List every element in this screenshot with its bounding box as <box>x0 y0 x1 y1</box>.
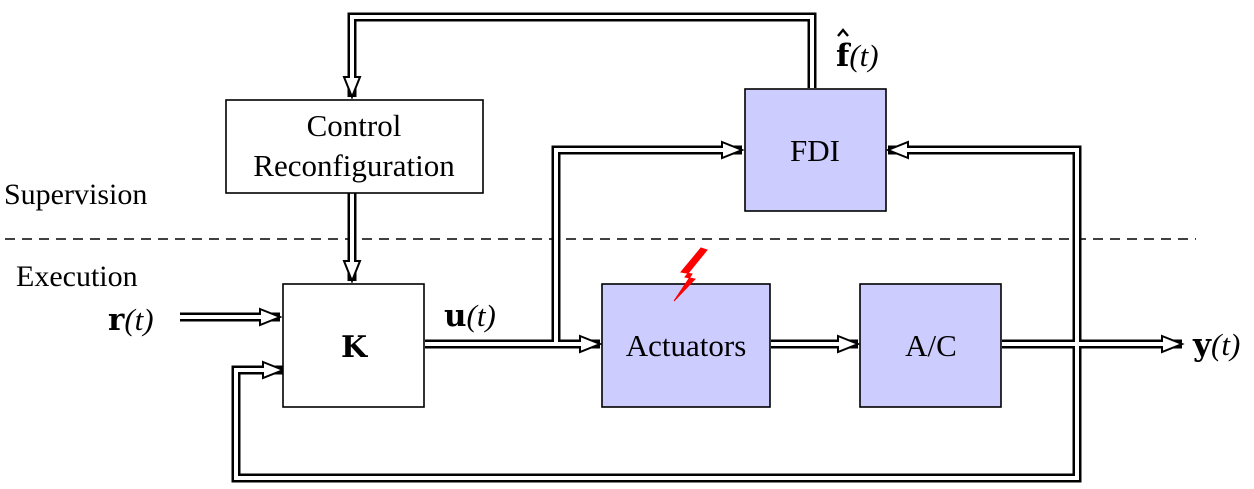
reconfig-label-line-2: Reconfiguration <box>253 148 455 183</box>
output-argument: (t) <box>1211 327 1240 362</box>
layer-label-supervision: Supervision <box>4 178 147 211</box>
reference-argument: (t) <box>124 302 153 337</box>
fault-estimate-argument: (t) <box>849 38 878 73</box>
actuators-block: Actuators <box>601 283 771 408</box>
controller-block: K <box>282 283 425 408</box>
reference-symbol: r <box>108 302 125 338</box>
fault-estimate-symbol: f <box>836 38 851 74</box>
control-signal-arrow <box>425 140 745 354</box>
output-symbol: y <box>1192 327 1212 363</box>
lightning-bolt-icon <box>673 247 708 302</box>
controller-label: K <box>341 330 368 365</box>
layer-label-execution: Execution <box>16 260 138 293</box>
reference-signal-label: r(t) <box>108 302 154 338</box>
reconfig-label-line-1: Control <box>307 108 402 143</box>
svg-text:f(t): f(t) <box>836 38 879 74</box>
fault-estimate-label: f(t) <box>836 28 879 74</box>
output-and-feedback-arrows <box>231 140 1185 483</box>
aircraft-label: A/C <box>905 328 957 363</box>
fdi-block: FDI <box>744 88 887 212</box>
control-argument: (t) <box>467 298 496 333</box>
control-symbol: u <box>444 298 467 334</box>
fault-estimate-arrow <box>342 12 817 100</box>
aircraft-block: A/C <box>859 283 1002 408</box>
control-signal-label: u(t) <box>444 298 496 334</box>
output-signal-label: y(t) <box>1192 327 1240 363</box>
actuators-label: Actuators <box>626 328 747 363</box>
control-reconfiguration-block: Control Reconfiguration <box>225 99 484 194</box>
hat-accent <box>837 28 849 37</box>
fdi-label: FDI <box>790 133 840 168</box>
